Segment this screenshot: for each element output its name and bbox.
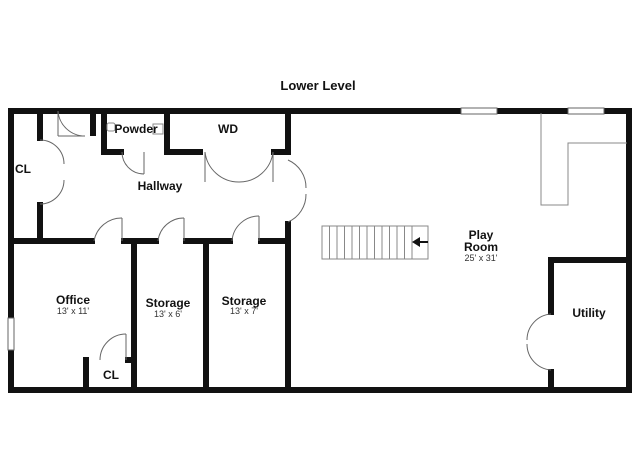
window-top-1 [460,107,498,115]
room-size-office: 13' x 11' [57,306,90,316]
room-label-storage-1: Storage [146,296,191,310]
room-label-office: Office [56,293,90,307]
room-size-play-room: 25' x 31' [465,253,498,263]
window-top-2 [567,107,605,115]
toilet-icon [106,122,116,132]
room-label-play-room-line1: Play [469,228,494,242]
room-label-cl-hall: CL [15,162,31,176]
stairs-arrow-icon [412,237,420,247]
room-size-storage-2: 13' x 7' [230,306,258,316]
room-label-wd: WD [218,122,238,136]
room-label-storage-2: Storage [222,294,267,308]
stairs [321,225,429,260]
counter-fixture [540,113,627,206]
doors [39,110,552,371]
interior-walls [8,108,632,393]
room-label-utility: Utility [572,306,606,320]
room-size-storage-1: 13' x 6' [154,309,182,319]
room-label-powder: Powder [114,122,158,136]
sink-icon [152,123,164,135]
room-label-cl-office: CL [103,368,119,382]
plan-title: Lower Level [280,78,355,93]
window-office [7,317,15,351]
room-label-hallway: Hallway [138,179,183,193]
room-label-play-room-line2: Room [464,240,498,254]
